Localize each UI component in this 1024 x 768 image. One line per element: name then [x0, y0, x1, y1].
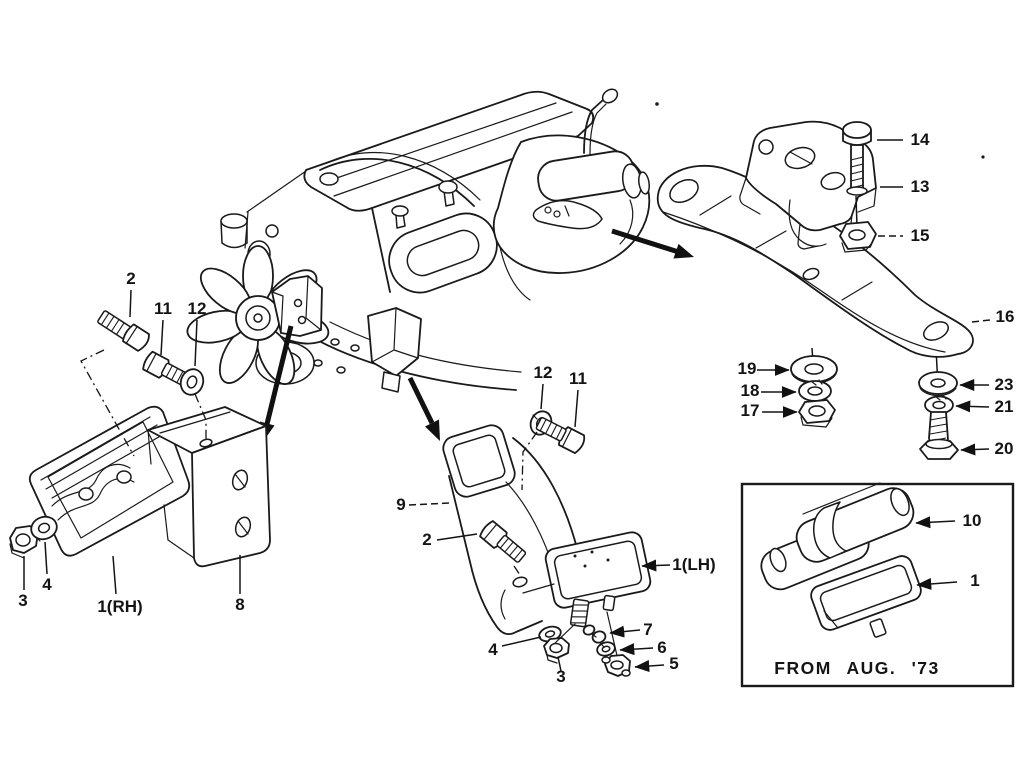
- bracket-8: [147, 406, 271, 568]
- leader-lines: [23, 139, 991, 673]
- inset-caption: FROM AUG. '73: [774, 658, 939, 678]
- mounting-bracket-13: [739, 120, 877, 250]
- block-edge: [371, 207, 391, 293]
- part-label-3-left: 3: [18, 591, 27, 610]
- bolt-2-mid: [479, 520, 527, 563]
- bolt-2-left: [97, 310, 150, 352]
- part-label-18: 18: [741, 381, 760, 400]
- part-label-20: 20: [995, 439, 1014, 458]
- bolt-11-mid: [535, 417, 586, 455]
- part-label-2-left: 2: [126, 269, 135, 288]
- hardware-front-left: [97, 310, 205, 396]
- part-label-4-mid: 4: [488, 640, 498, 659]
- ink-speck: [655, 102, 659, 106]
- part-label-4-left: 4: [42, 575, 52, 594]
- washer-23: [918, 371, 958, 397]
- stud-line: [553, 623, 576, 645]
- part-label-1-inset: 1: [970, 571, 979, 590]
- washer-under-bracket: [512, 576, 528, 588]
- part-label-9: 9: [396, 495, 405, 514]
- intake-manifold: [388, 212, 498, 294]
- inset-insulator-10: [760, 482, 915, 591]
- part-label-16: 16: [996, 307, 1015, 326]
- crossmember-group: [656, 120, 974, 460]
- inset-insulator-1: [810, 555, 922, 638]
- washer-4-left: [30, 515, 58, 542]
- part-label-8: 8: [235, 595, 244, 614]
- nut-17: [798, 399, 836, 428]
- transmission: [492, 88, 651, 301]
- part-label-1-lh: 1(LH): [672, 555, 715, 574]
- part-label-11-mid: 11: [569, 369, 587, 388]
- part-label-5: 5: [669, 654, 678, 673]
- part-label-19: 19: [738, 359, 757, 378]
- spark-plug-caps: [391, 180, 458, 229]
- spring-washer-18: [798, 379, 832, 402]
- part-label-21: 21: [995, 397, 1014, 416]
- engine-assembly-drawing: [186, 88, 985, 393]
- bolt-14: [842, 121, 872, 196]
- rh-mount-group: [9, 405, 271, 568]
- part-label-1-rh: 1(RH): [97, 597, 142, 616]
- part-label-3-mid: 3: [556, 667, 565, 686]
- part-label-10: 10: [963, 511, 982, 530]
- washer-19: [790, 355, 838, 384]
- callout-labels: 2 11 12 3 4 1(RH) 8 12 11 9 2 1(LH) 7 6 …: [18, 130, 1014, 686]
- ink-speck: [981, 155, 985, 159]
- washer-12-left: [179, 368, 205, 396]
- insulator-1-lh: [522, 531, 652, 628]
- part-label-13: 13: [911, 177, 930, 196]
- washer-7: [582, 624, 607, 644]
- hose-line: [319, 158, 475, 207]
- nut-5: [601, 654, 631, 677]
- nut-3-mid: [543, 637, 570, 664]
- engine-bracket-front: [271, 275, 323, 337]
- part-label-6: 6: [657, 638, 666, 657]
- valve-cover: [303, 90, 595, 212]
- spring-washer-21: [924, 394, 954, 415]
- inset-box: [740, 482, 1015, 688]
- bracket-9: [442, 424, 585, 636]
- spring-washer-6: [596, 641, 616, 657]
- part-label-15: 15: [911, 226, 930, 245]
- part-label-11-left: 11: [154, 299, 172, 318]
- part-label-23: 23: [995, 375, 1014, 394]
- engine-bracket-side: [367, 307, 422, 393]
- part-label-12-mid: 12: [534, 363, 553, 382]
- part-label-12-left: 12: [188, 299, 207, 318]
- lh-mount-group: [442, 410, 652, 677]
- part-label-14: 14: [911, 130, 930, 149]
- bolt-20: [919, 411, 959, 460]
- nut-15: [839, 221, 877, 253]
- part-label-17: 17: [741, 401, 760, 420]
- part-label-7: 7: [643, 620, 652, 639]
- part-label-2-mid: 2: [422, 530, 431, 549]
- stud-line: [855, 195, 858, 228]
